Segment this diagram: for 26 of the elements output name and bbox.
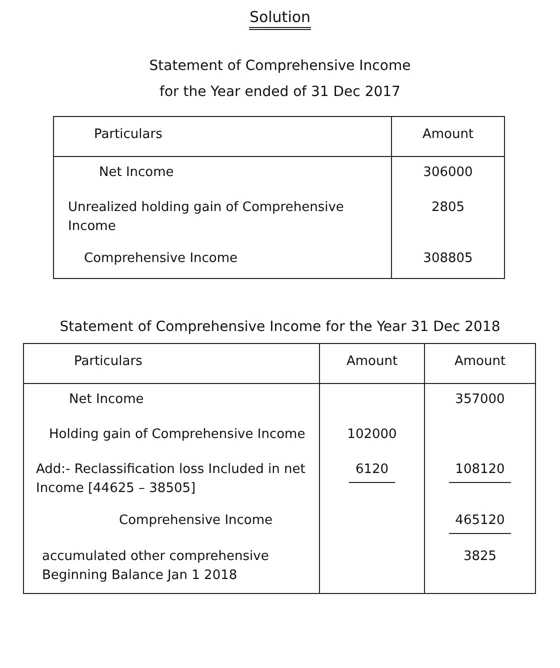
column-header: Amount [392, 117, 504, 157]
statement-heading: Statement of Comprehensive Income [148, 58, 412, 74]
particulars-text: Net Income [24, 384, 320, 419]
column-header: Particulars [54, 117, 392, 157]
amount-value: 102000 [320, 418, 425, 454]
amount-value: 357000 [454, 391, 506, 410]
particulars-text: Comprehensive Income [24, 505, 320, 542]
particulars-text: Comprehensive Income [54, 243, 392, 278]
particulars-text: Holding gain of Comprehensive Income [24, 418, 320, 454]
amount-value: 308805 [422, 250, 474, 268]
particulars-text: Unrealized holding gain of Comprehensive Income [54, 192, 392, 244]
statement-heading: Statement of Comprehensive Income for the Year 31 Dec 2018 [58, 319, 502, 336]
column-header: Amount [320, 344, 425, 384]
amount-value: 306000 [422, 164, 474, 182]
title: Solution [249, 8, 311, 30]
amount-value: 465120 [425, 505, 535, 542]
particulars-text: Add:- Reclassification loss Included in net Income [44625 – 38505] [24, 454, 320, 506]
particulars-text: Net Income [54, 156, 392, 192]
period-heading: for the Year ended of 31 Dec 2017 [158, 84, 402, 100]
particulars-text: accumulated other comprehensive Beginning Balance Jan 1 2018 [24, 541, 320, 593]
column-header: Particulars [24, 344, 320, 384]
column-header: Amount [425, 344, 535, 384]
amount-value: 2805 [430, 198, 466, 217]
amount-value: 6120 [320, 454, 425, 506]
amount-value: 3825 [462, 548, 498, 566]
amount-value: 108120 [425, 454, 535, 506]
